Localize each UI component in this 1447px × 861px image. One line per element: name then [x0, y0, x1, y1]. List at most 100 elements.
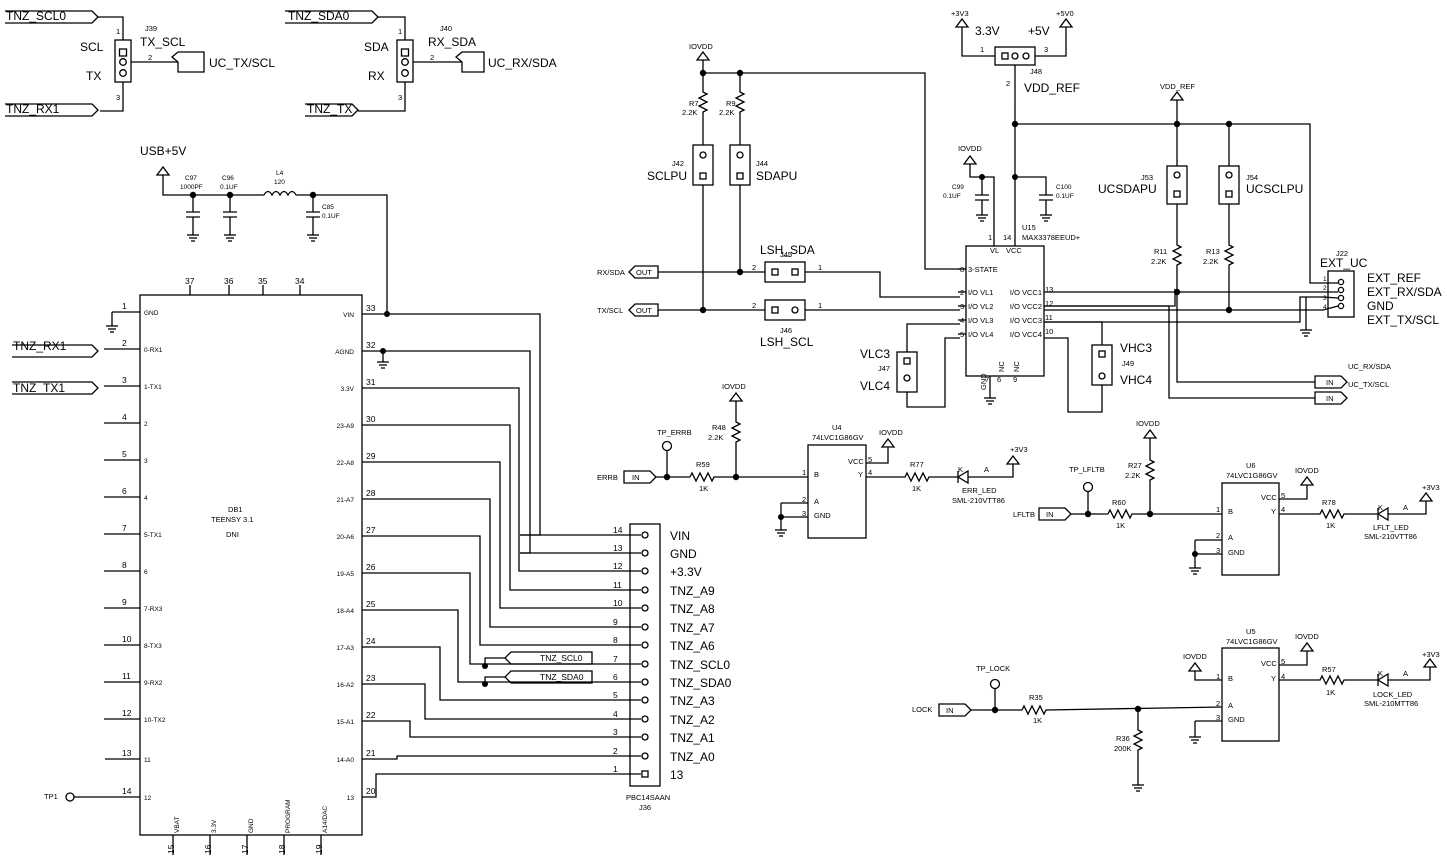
bus-wire [362, 720, 520, 738]
teensy-right-pin-name: 20-A6 [337, 534, 355, 541]
vdd-ref-label: VDD_REF [1024, 81, 1080, 95]
j48-p2: 2 [1006, 79, 1010, 88]
teensy-right-pin-num: 32 [366, 340, 376, 350]
j36-pin-num: 6 [613, 672, 618, 682]
net-tx-scl: TX/SCL [597, 306, 623, 315]
r27-value: 2.2K [1125, 471, 1140, 480]
svg-text:2: 2 [1323, 285, 1327, 292]
u15-left-pin-num: 8 [960, 265, 964, 274]
net-tnz-scl0-flag: TNZ_SCL0 [540, 653, 583, 663]
u6-b: B [1228, 507, 1233, 516]
r60-value: 1K [1116, 521, 1125, 530]
svg-text:2: 2 [752, 301, 756, 310]
u4-y: Y [858, 470, 863, 479]
u5-p4: 4 [1281, 672, 1285, 681]
j36-pin-circle [641, 641, 649, 649]
j36-ref: J36 [639, 803, 651, 812]
u6-part: 74LVC1G86GV [1226, 471, 1278, 480]
u4-p1: 1 [802, 468, 806, 477]
teensy-top-pin-num: 37 [185, 276, 195, 286]
j36-pin-num: 12 [613, 561, 623, 571]
net-uc-tx-scl-small: UC_TX/SCL [1348, 380, 1389, 389]
u15-gnd: GND [979, 373, 988, 390]
err-indicator-block: ERRB IN TP_ERRB R59 1K IOVDD R48 2.2K U4… [597, 382, 1028, 539]
u4-p3: 3 [802, 509, 806, 518]
c99-ref: C99 [952, 184, 964, 191]
teensy-to-header-bus [362, 313, 541, 798]
u4-p4: 4 [868, 468, 872, 477]
r11-ref: R11 [1154, 247, 1167, 256]
j39-pin2: 2 [148, 53, 152, 62]
j40-name: RX_SDA [428, 35, 476, 49]
in-flag-uctx: IN [1326, 394, 1334, 403]
j45-name: LSH_SDA [760, 243, 815, 257]
lflt-led-part: SML-210VTT86 [1364, 532, 1417, 541]
j36-pin-label: VIN [670, 529, 690, 543]
teensy-right-pin-name: 16-A2 [337, 682, 355, 689]
lock-led-ref: LOCK_LED [1373, 690, 1413, 699]
teensy-left-pin-num: 5 [122, 449, 127, 459]
teensy-bottom-pin-name: VBAT [174, 816, 181, 833]
j36-pin-num: 3 [613, 727, 618, 737]
j49-bottom: VHC4 [1120, 373, 1152, 387]
u15-left-pin-name: I/O VL1 [968, 288, 993, 297]
u5-p1: 1 [1216, 672, 1220, 681]
u5-ref: U5 [1246, 627, 1256, 636]
j47-top: VLC3 [860, 347, 890, 361]
p5v0-j48: +5V0 [1056, 9, 1074, 18]
u15-p7: 7 [985, 375, 989, 384]
r7-value: 2.2K [682, 108, 697, 117]
c96-ref: C96 [222, 175, 234, 182]
u5-p3: 3 [1216, 713, 1220, 722]
teensy-right-pin-name: AGND [335, 349, 354, 356]
j36-pin1-square [641, 770, 649, 778]
j47-ref: J47 [878, 364, 890, 373]
teensy-left-pin-num: 10 [122, 634, 132, 644]
j39-pin3: 3 [116, 93, 120, 102]
out-flag-1: OUT [636, 268, 652, 277]
j36-pin-num: 14 [613, 525, 623, 535]
u6-p5: 5 [1281, 491, 1285, 500]
u5-part: 74LVC1G86GV [1226, 637, 1278, 646]
teensy-ref: DB1 [228, 505, 243, 514]
teensy-left-pin-name: 8-TX3 [144, 643, 162, 650]
net-tnz-sda0-flag: TNZ_SDA0 [540, 672, 584, 682]
svg-text:2: 2 [752, 263, 756, 272]
j49-ref: J49 [1122, 359, 1134, 368]
j36-pin-label: GND [670, 547, 697, 561]
r77-ref: R77 [910, 460, 924, 469]
j36-pin-label: TNZ_A1 [670, 731, 715, 745]
err-led-a: A [984, 465, 989, 474]
r57-ref: R57 [1322, 665, 1336, 674]
j40-ref: J40 [440, 24, 452, 33]
j36-pin-num: 8 [613, 635, 618, 645]
bus-wire [362, 755, 520, 760]
iovdd-7: IOVDD [1183, 652, 1207, 661]
u4-b: B [814, 470, 819, 479]
c96-value: 0.1UF [220, 184, 238, 191]
u6-y: Y [1271, 507, 1276, 516]
j39-pin1: 1 [116, 27, 120, 36]
r59-ref: R59 [696, 460, 710, 469]
j39-scl-label: SCL [80, 40, 104, 54]
teensy-right-pin-num: 21 [366, 748, 376, 758]
net-uc-tx-scl: UC_TX/SCL [209, 56, 275, 70]
j36-pin-circle [641, 586, 649, 594]
j36-pin-num: 4 [613, 709, 618, 719]
j36-pin-label: TNZ_A2 [670, 713, 715, 727]
u15-right-pin-name: I/O VCC3 [1010, 316, 1042, 325]
teensy-right-pin-num: 28 [366, 488, 376, 498]
u15-left-pin-num: 3 [960, 302, 964, 311]
u15-left-pin-num: 2 [960, 288, 964, 297]
j39-ref: J39 [145, 24, 157, 33]
u4-part: 74LVC1G86GV [812, 433, 864, 442]
teensy-right-pin-num: 24 [366, 636, 376, 646]
teensy-left-pin-name: 1-TX1 [144, 384, 162, 391]
u5-b: B [1228, 674, 1233, 683]
u15-left-pin-name: I/O VL2 [968, 302, 993, 311]
bus-wire [362, 572, 520, 665]
c85-ref: C85 [322, 204, 334, 211]
tp-errb: TP_ERRB [657, 428, 692, 437]
teensy-left-pin-num: 2 [122, 338, 127, 348]
